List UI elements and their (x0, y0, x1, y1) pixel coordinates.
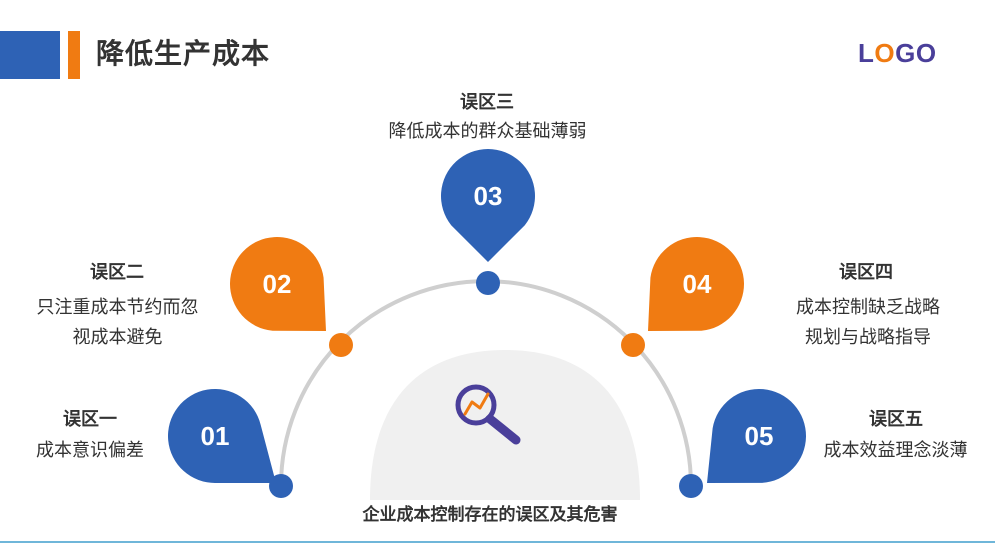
item-4-heading: 误区四 (839, 262, 893, 283)
pin-04: 04 (621, 237, 744, 357)
item-2-heading: 误区二 (90, 262, 144, 283)
pin-shape (441, 148, 535, 262)
item-3-text: 降低成本的群众基础薄弱 (388, 121, 587, 142)
arc-dot (476, 271, 500, 295)
pin-02: 02 (229, 237, 353, 357)
pin-number: 01 (201, 421, 230, 451)
pin-number: 05 (745, 421, 774, 451)
pin-05: 05 (679, 388, 807, 498)
magnifier-chart-icon (455, 384, 521, 445)
bottom-rule (0, 541, 995, 543)
pin-number: 02 (263, 269, 292, 299)
item-5-text: 成本效益理念淡薄 (823, 440, 968, 461)
page-title: 降低生产成本 (96, 37, 271, 70)
pin-shape (229, 237, 326, 331)
logo: LOGO (858, 38, 937, 68)
pin-number: 04 (683, 269, 712, 299)
center-caption: 企业成本控制存在的误区及其危害 (362, 505, 618, 525)
header-accent-orange (68, 31, 80, 79)
pin-number: 03 (474, 181, 503, 211)
item-4-text: 成本控制缺乏战略规划与战略指导 (796, 297, 940, 348)
arc-dot (329, 333, 353, 357)
arc-dot (679, 474, 703, 498)
pin-shape (648, 237, 744, 331)
item-2-text: 只注重成本节约而忽视成本避免 (36, 297, 199, 348)
item-5-heading: 误区五 (869, 409, 923, 430)
item-1-heading: 误区一 (63, 409, 117, 430)
item-1-text: 成本意识偏差 (36, 440, 144, 461)
pin-shape (168, 388, 276, 483)
arc-dot (269, 474, 293, 498)
item-3-heading: 误区三 (460, 92, 514, 113)
pin-01: 01 (168, 388, 293, 498)
pin-shape (707, 388, 807, 483)
center-dome-fill (370, 350, 640, 500)
pin-03: 03 (441, 148, 535, 295)
header-accent-blue (0, 31, 60, 79)
arc-dot (621, 333, 645, 357)
